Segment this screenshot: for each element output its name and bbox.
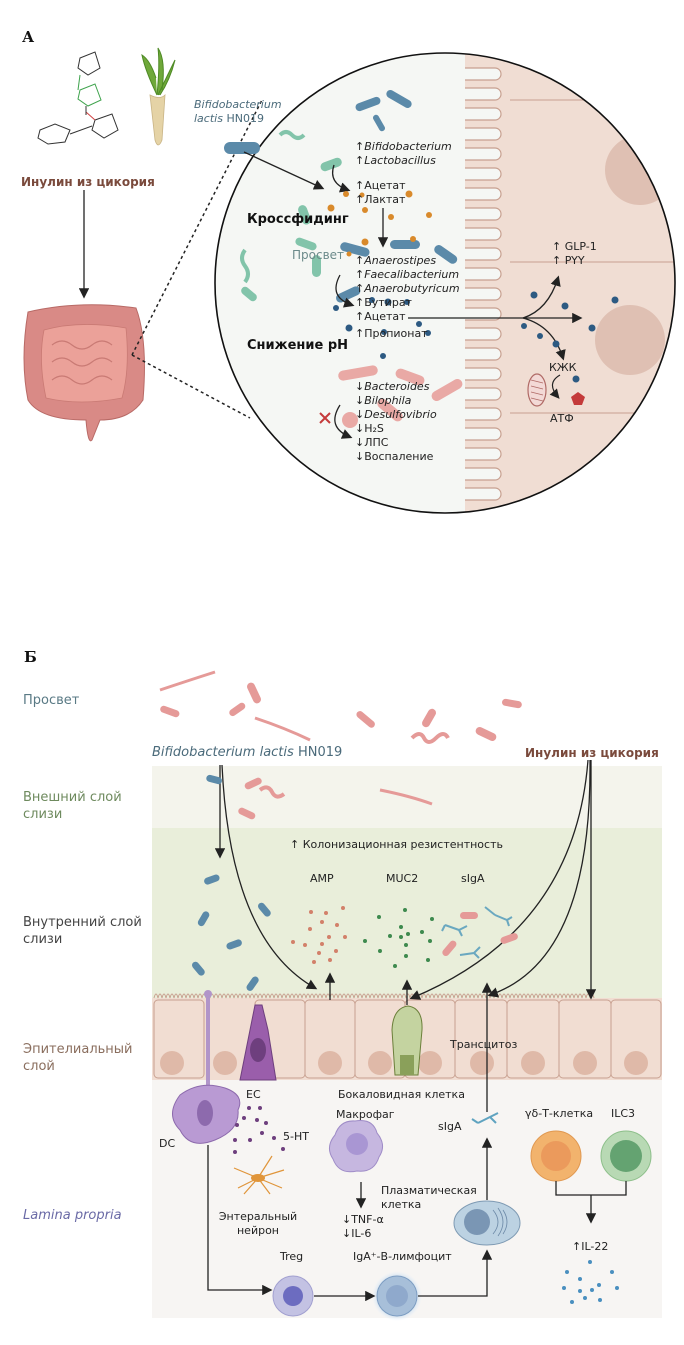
probiotic-genus: Bifidobacterium bbox=[194, 98, 282, 111]
layer-label-lamina-propria: Lamina propria bbox=[23, 1208, 122, 1223]
probiotic-strain: HN019 bbox=[226, 112, 264, 125]
inulin-label-b: Инулин из цикория bbox=[525, 746, 659, 760]
probiotic-label-b: Bifidobacterium lactis HN019 bbox=[152, 745, 342, 760]
probiotic-species: lactis bbox=[194, 112, 223, 125]
scfa-label: КЖК bbox=[549, 361, 577, 374]
probiotic-species-b: Bifidobacterium lactis bbox=[152, 745, 294, 760]
list-item: ↑Anaerobutyricum bbox=[355, 282, 460, 295]
increase-group-bacteria-1: ↑Bifidobacterium ↑Lactobacillus bbox=[355, 140, 452, 168]
list-item: ↓Desulfovibrio bbox=[355, 408, 437, 421]
lumen-label-a: Просвет bbox=[292, 248, 345, 262]
pyy-label: ↑ PYY bbox=[552, 254, 585, 267]
dc-label: DC bbox=[159, 1137, 176, 1150]
probiotic-strain-b: HN019 bbox=[297, 745, 343, 760]
decrease-group: ↓Bacteroides ↓Bilophila ↓Desulfovibrio ↓… bbox=[355, 380, 437, 464]
ec-label: EC bbox=[246, 1088, 261, 1101]
il22-label: ↑IL-22 bbox=[572, 1240, 609, 1253]
atp-label: АТФ bbox=[550, 412, 574, 425]
probiotic-bacterium-icon bbox=[224, 142, 260, 154]
list-item: ↑Faecalibacterium bbox=[355, 268, 460, 281]
list-item: ↓Воспаление bbox=[355, 450, 434, 463]
layer-label-outer-mucus: Внешний слой слизи bbox=[23, 790, 122, 822]
list-item: ↓Bacteroides bbox=[355, 380, 430, 393]
probiotic-name-label: Bifidobacterium lactis HN019 bbox=[194, 98, 282, 126]
serotonin-label: 5-HT bbox=[283, 1130, 309, 1143]
layer-label-inner-mucus: Внутренний слой слизи bbox=[23, 915, 142, 947]
increase-group-2: ↑Anaerostipes ↑Faecalibacterium ↑Anaerob… bbox=[355, 254, 460, 341]
macrophage-label: Макрофаг bbox=[336, 1108, 395, 1121]
goblet-cell-label: Бокаловидная клетка bbox=[338, 1088, 465, 1101]
ph-decrease-label: Снижение pH bbox=[247, 338, 349, 353]
siga-antibody-icon bbox=[471, 1112, 499, 1124]
enteric-neuron-icon bbox=[233, 1155, 285, 1195]
glp1-label: ↑ GLP-1 bbox=[552, 240, 597, 253]
list-item: ↑Lactobacillus bbox=[355, 154, 436, 167]
gd-t-cell-label: γδ-Т-клетка bbox=[525, 1107, 594, 1120]
list-item: ↑Ацетат bbox=[355, 310, 406, 323]
chicory-root-icon bbox=[141, 47, 176, 146]
list-item: ↑Пропионат bbox=[355, 327, 428, 340]
crossfeeding-label: Кроссфидинг bbox=[247, 212, 349, 227]
blocked-cross-icon bbox=[319, 412, 331, 424]
ilc3-label: ILC3 bbox=[611, 1107, 636, 1120]
il6-label: ↓IL-6 bbox=[342, 1227, 372, 1240]
list-item: ↑Ацетат bbox=[355, 179, 406, 192]
enteric-neuron-label: Энтеральный нейрон bbox=[218, 1210, 298, 1237]
goblet-cell-icon bbox=[391, 1005, 423, 1076]
plasma-cell-label: Плазматическая клетка bbox=[381, 1184, 477, 1211]
panel-b-letter: Б bbox=[24, 648, 37, 666]
list-item: ↑Anaerostipes bbox=[355, 254, 437, 267]
layer-label-epithelium: Эпителиальный слой bbox=[23, 1042, 133, 1074]
list-item: ↑Bifidobacterium bbox=[355, 140, 452, 153]
siga-label: sIgA bbox=[438, 1120, 462, 1133]
hormones-label: ↑ GLP-1 ↑ PYY bbox=[552, 240, 597, 268]
intestine-icon bbox=[23, 304, 145, 442]
amp-label: AMP bbox=[310, 872, 334, 885]
list-item: ↓Bilophila bbox=[355, 394, 412, 407]
list-item: ↓ЛПС bbox=[355, 436, 389, 449]
increase-group-acids-1: ↑Ацетат ↑Лактат bbox=[355, 179, 406, 207]
list-item: ↑Бутират bbox=[355, 296, 412, 309]
list-item: ↑Лактат bbox=[355, 193, 406, 206]
inulin-source-label: Инулин из цикория bbox=[21, 175, 155, 189]
layer-label-lumen: Просвет bbox=[23, 693, 80, 708]
transcytosis-label: Трансцитоз bbox=[450, 1038, 518, 1051]
panel-a-letter: А bbox=[22, 28, 35, 46]
mitochondrion-icon bbox=[527, 373, 547, 407]
colonization-resistance-label: ↑ Колонизационная резистентность bbox=[290, 838, 503, 851]
list-item: ↓H₂S bbox=[355, 422, 384, 435]
atp-pentagon-icon bbox=[571, 392, 585, 405]
siga-mucus-label: sIgA bbox=[461, 872, 485, 885]
tnf-label: ↓TNF-α bbox=[342, 1213, 384, 1226]
muc2-label: MUC2 bbox=[386, 872, 419, 885]
b-lymphocyte-label: IgA⁺-В-лимфоцит bbox=[353, 1250, 452, 1263]
inulin-molecule-icon bbox=[37, 51, 119, 145]
treg-label: Treg bbox=[280, 1250, 304, 1263]
